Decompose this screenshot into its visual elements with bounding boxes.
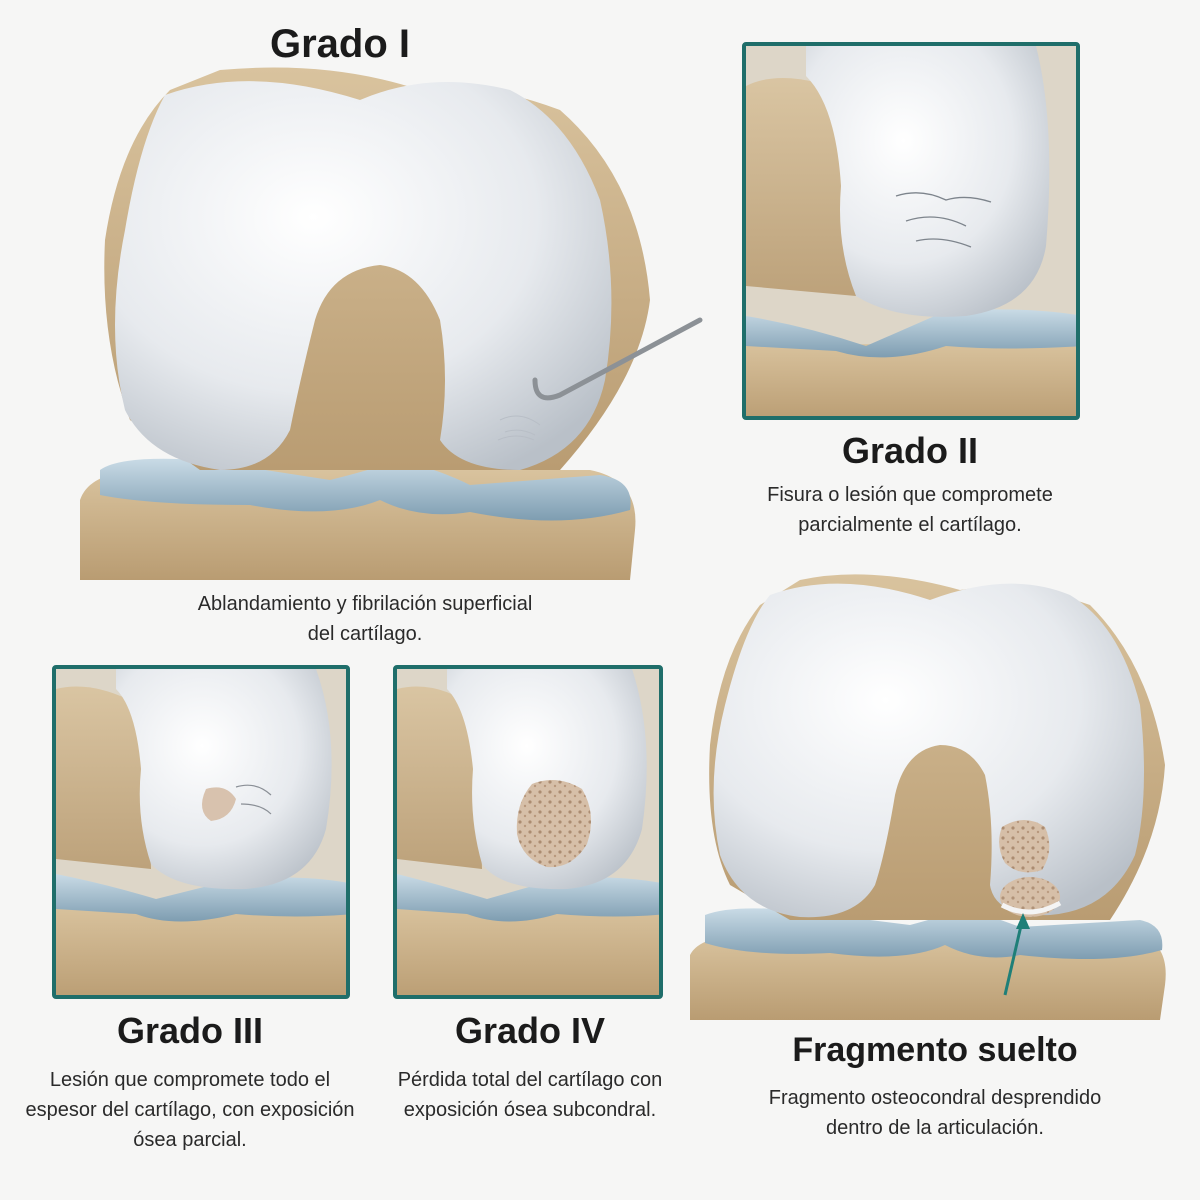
femoral-cartilage	[115, 81, 612, 471]
grade3-panel: Grado III Lesión que compromete todo el …	[20, 665, 380, 1165]
grade3-title: Grado III	[116, 1010, 264, 1051]
fragment-knee-illustration	[690, 574, 1166, 1020]
grade2-description: Fisura o lesión que compromete parcialme…	[730, 480, 1090, 540]
grade4-frame	[393, 665, 663, 999]
grade1-title: Grado I	[269, 22, 411, 66]
grade1-panel: Grado I Ablandamiento y fibrilación supe…	[0, 0, 720, 660]
grade3-desc-line3: ósea parcial.	[133, 1129, 247, 1151]
grade1-desc-line2: del cartílago.	[307, 623, 423, 645]
femur-bone	[397, 686, 482, 869]
grade3-knee-illustration	[56, 669, 346, 995]
femur-bone	[56, 686, 151, 869]
grade1-description: Ablandamiento y fibrilación superficial …	[100, 589, 630, 649]
fragment-desc-line2: dentro de la articulación.	[826, 1117, 1044, 1139]
grade3-frame	[52, 665, 350, 999]
grade4-description: Pérdida total del cartílago con exposici…	[370, 1065, 690, 1125]
grade4-panel: Grado IV Pérdida total del cartílago con…	[380, 665, 680, 1135]
grade3-description: Lesión que compromete todo el espesor de…	[20, 1065, 360, 1155]
femoral-cartilage	[447, 669, 647, 890]
meniscus	[100, 458, 631, 521]
grade4-title: Grado IV	[454, 1010, 606, 1051]
grade1-desc-line1: Ablandamiento y fibrilación superficial	[197, 593, 533, 615]
grade2-frame	[742, 42, 1080, 420]
femoral-cartilage	[806, 46, 1050, 317]
partial-lesion	[202, 787, 236, 821]
tibia-bone	[397, 904, 659, 995]
tibia-bone	[746, 341, 1076, 416]
meniscus	[397, 874, 659, 922]
grade1-knee-illustration	[80, 67, 703, 580]
tibia-bone	[56, 904, 346, 995]
fragment-title: Fragmento suelto	[792, 1031, 1078, 1069]
femur-bone	[746, 78, 856, 296]
probe-instrument	[532, 317, 703, 401]
grade2-knee-illustration	[746, 46, 1076, 416]
fragment-panel: Fragmento suelto Fragmento osteocondral …	[690, 565, 1190, 1155]
femoral-cartilage	[116, 669, 332, 890]
grade4-knee-illustration	[397, 669, 659, 995]
grade4-desc-line1: Pérdida total del cartílago con	[397, 1069, 663, 1091]
fragment-pointer-arrow	[1003, 916, 1025, 996]
grade3-desc-line2: espesor del cartílago, con exposición	[25, 1099, 355, 1121]
grade2-panel: Grado II Fisura o lesión que compromete …	[730, 40, 1090, 550]
fissure-lesion	[895, 192, 992, 248]
grade4-desc-line2: exposición ósea subcondral.	[403, 1099, 657, 1121]
grade3-desc-line1: Lesión que compromete todo el	[49, 1069, 331, 1091]
fragment-description: Fragmento osteocondral desprendido dentr…	[710, 1083, 1160, 1143]
grade2-desc-line1: Fisura o lesión que compromete	[767, 484, 1053, 506]
meniscus	[746, 309, 1076, 358]
fragment-desc-line1: Fragmento osteocondral desprendido	[768, 1087, 1102, 1109]
meniscus	[705, 908, 1163, 959]
grade2-title: Grado II	[841, 430, 979, 471]
grade2-desc-line2: parcialmente el cartílago.	[798, 514, 1022, 536]
meniscus	[56, 874, 346, 922]
